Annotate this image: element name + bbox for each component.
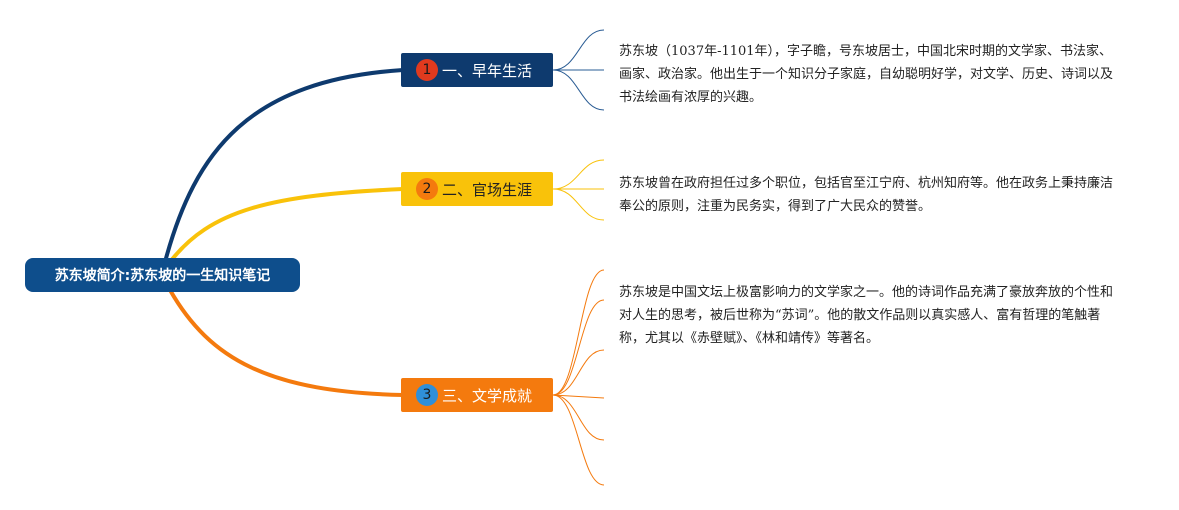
branch-topic-2-label: 二、官场生涯 xyxy=(442,180,533,199)
number-badge-1: 1 xyxy=(416,59,438,81)
branch-1-fan xyxy=(552,29,605,111)
root-topic[interactable]: 苏东坡简介:苏东坡的一生知识笔记 xyxy=(25,258,300,292)
branch-topic-1-label: 一、早年生活 xyxy=(442,61,533,80)
note-official-career: 苏东坡曾在政府担任过多个职位，包括官至江宁府、杭州知府等。他在政务上秉持廉洁奉公… xyxy=(619,176,1114,214)
branch-topic-3[interactable]: 3 三、文学成就 xyxy=(401,378,553,412)
connector-root-to-branch-1 xyxy=(163,68,404,263)
note-literary-achievements: 苏东坡是中国文坛上极富影响力的文学家之一。他的诗词作品充满了豪放奔放的个性和对人… xyxy=(619,285,1114,346)
number-badge-3: 3 xyxy=(416,384,438,406)
branch-2-fan xyxy=(552,159,605,221)
connector-root-to-branch-3 xyxy=(168,289,404,397)
number-badge-2: 2 xyxy=(416,178,438,200)
root-topic-label: 苏东坡简介:苏东坡的一生知识笔记 xyxy=(54,268,271,284)
branch-3-fan xyxy=(552,269,605,486)
connector-root-to-branch-2 xyxy=(168,187,404,264)
branch-topic-1[interactable]: 1 一、早年生活 xyxy=(401,53,553,87)
branch-topic-2[interactable]: 2 二、官场生涯 xyxy=(401,172,553,206)
branch-topic-3-label: 三、文学成就 xyxy=(442,386,533,405)
note-early-life: 苏东坡（1037年-1101年），字子瞻，号东坡居士，中国北宋时期的文学家、书法… xyxy=(619,44,1114,105)
